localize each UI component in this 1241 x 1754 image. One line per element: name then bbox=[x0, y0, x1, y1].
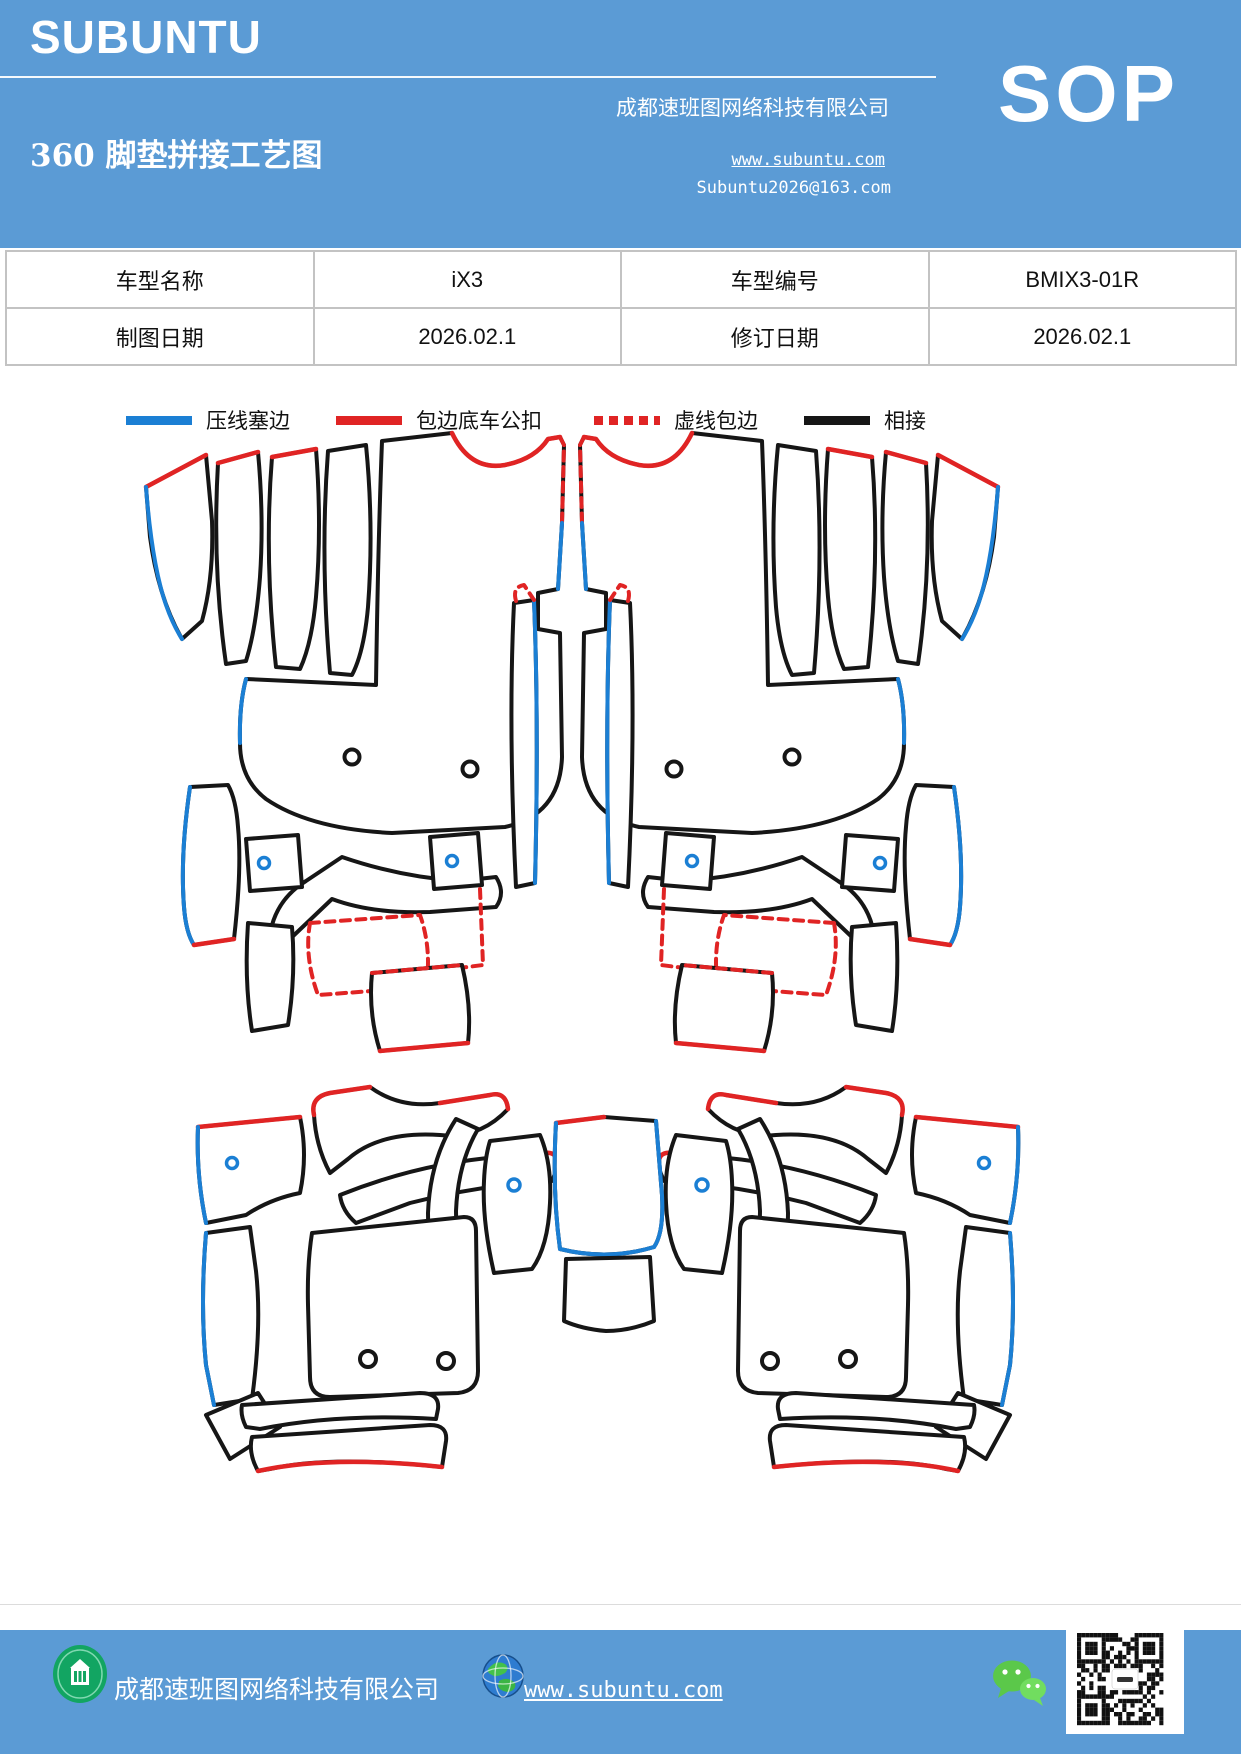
building-icon bbox=[52, 1644, 108, 1708]
legend-item-red: 包边底车公扣 bbox=[336, 405, 542, 435]
model-name-label: 车型名称 bbox=[6, 251, 314, 308]
red-dashed-line-swatch bbox=[594, 415, 660, 425]
center-bridge-piece bbox=[552, 1114, 665, 1333]
legend-item-blue: 压线塞边 bbox=[126, 405, 290, 435]
header-divider-line bbox=[0, 76, 936, 78]
header-email: Subuntu2026@163.com bbox=[696, 178, 891, 198]
sop-label: SOP bbox=[998, 49, 1179, 138]
revision-date-label: 修订日期 bbox=[621, 308, 929, 365]
revision-date-value: 2026.02.1 bbox=[928, 308, 1236, 365]
legend-label: 虚线包边 bbox=[674, 409, 758, 433]
model-code-value: BMIX3-01R bbox=[928, 251, 1236, 308]
wechat-icon bbox=[990, 1658, 1048, 1712]
vehicle-info-table: 车型名称 iX3 车型编号 BMIX3-01R 制图日期 2026.02.1 修… bbox=[5, 250, 1237, 366]
header-band: SUBUNTU 成都速班图网络科技有限公司 SOP 360 脚垫拼接工艺图 ww… bbox=[0, 0, 1241, 248]
header-website-link[interactable]: www.subuntu.com bbox=[731, 150, 885, 170]
draw-date-value: 2026.02.1 bbox=[313, 308, 621, 365]
blue-line-swatch bbox=[126, 415, 192, 425]
qr-code bbox=[1066, 1628, 1184, 1734]
legend-item-black: 相接 bbox=[804, 405, 926, 435]
footer-divider-line bbox=[0, 1604, 1241, 1605]
legend-label: 压线塞边 bbox=[206, 409, 290, 433]
page-title: 360 脚垫拼接工艺图 bbox=[30, 138, 323, 174]
legend-item-red-dashed: 虚线包边 bbox=[594, 405, 758, 435]
header-company-name: 成都速班图网络科技有限公司 bbox=[616, 96, 889, 120]
rear-mats-diagram bbox=[195, 1084, 1241, 1474]
line-type-legend: 压线塞边 包边底车公扣 虚线包边 相接 bbox=[126, 404, 926, 436]
model-name-value: iX3 bbox=[313, 251, 621, 308]
draw-date-label: 制图日期 bbox=[6, 308, 314, 365]
model-code-label: 车型编号 bbox=[621, 251, 929, 308]
brand-logo-text: SUBUNTU bbox=[30, 11, 262, 63]
red-line-swatch bbox=[336, 415, 402, 425]
legend-label: 包边底车公扣 bbox=[416, 409, 542, 433]
footer-company-name: 成都速班图网络科技有限公司 bbox=[114, 1675, 440, 1704]
footer-website-link[interactable]: www.subuntu.com bbox=[524, 1678, 723, 1703]
black-line-swatch bbox=[804, 415, 870, 425]
legend-label: 相接 bbox=[884, 409, 926, 433]
globe-icon bbox=[482, 1654, 524, 1702]
footer-band: 成都速班图网络科技有限公司 www.subuntu.com bbox=[0, 1630, 1241, 1754]
front-mats-diagram bbox=[143, 430, 1241, 1054]
